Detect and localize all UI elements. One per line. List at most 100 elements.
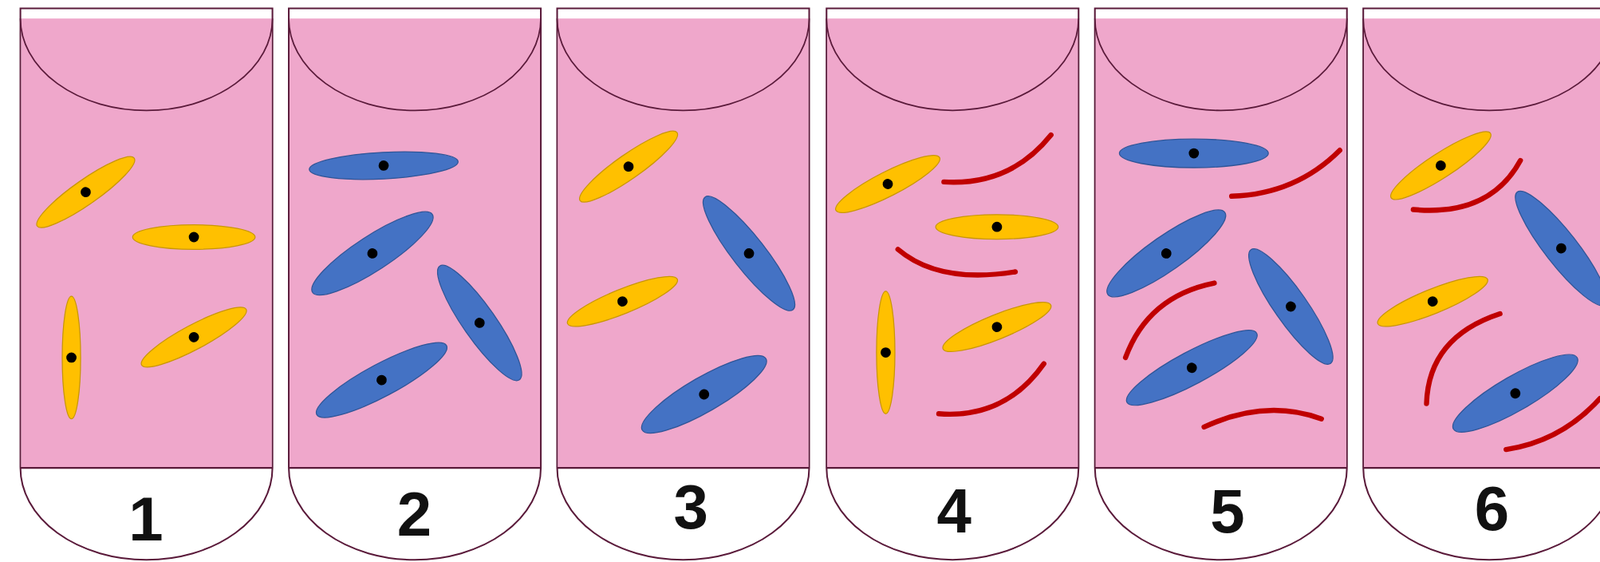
cell-body <box>563 267 682 335</box>
cell-nucleus <box>1185 360 1199 375</box>
cell-nucleus <box>1283 299 1298 314</box>
spindle-cell <box>1444 342 1586 444</box>
cell-nucleus <box>186 330 201 344</box>
spindle-cell <box>426 256 533 389</box>
cell-nucleus <box>1426 294 1440 308</box>
fiber <box>1204 409 1322 427</box>
spindle-cell <box>303 199 442 307</box>
cell-body <box>309 331 455 430</box>
cell-body <box>1119 318 1265 417</box>
cell-nucleus <box>472 315 487 331</box>
tube-base-line <box>288 466 541 469</box>
tube-number: 4 <box>936 479 971 542</box>
fiber <box>943 134 1051 182</box>
cell-body <box>1384 122 1498 209</box>
tube-outline <box>557 7 810 560</box>
tube-outline <box>1095 7 1348 560</box>
spindle-cell <box>572 122 684 211</box>
meniscus <box>288 18 541 111</box>
culture-medium <box>1095 18 1347 468</box>
spindle-cell <box>1504 181 1600 315</box>
culture-tube <box>557 7 810 560</box>
cell-body <box>1119 138 1269 168</box>
cell-nucleus <box>621 159 636 174</box>
cell-nucleus <box>880 177 895 191</box>
cell-nucleus <box>1188 148 1199 159</box>
cell-nucleus <box>880 346 891 358</box>
spindle-cell <box>132 224 256 250</box>
meniscus <box>826 18 1079 111</box>
spindle-cell <box>692 186 807 320</box>
tube-number: 2 <box>397 482 432 545</box>
culture-tube <box>288 7 541 560</box>
spindle-cell <box>935 214 1059 240</box>
cell-body <box>830 146 946 222</box>
culture-tube <box>1363 7 1600 560</box>
tube-outline <box>20 7 273 560</box>
culture-tube <box>826 7 1079 560</box>
tube-number: 1 <box>128 487 163 550</box>
spindle-cell <box>633 342 775 445</box>
meniscus <box>1095 18 1348 111</box>
tube-number: 3 <box>673 475 708 538</box>
cell-nucleus <box>189 232 200 243</box>
cell-nucleus <box>990 319 1005 334</box>
cell-body <box>633 342 775 445</box>
tube-outline <box>1363 7 1600 560</box>
cell-nucleus <box>1508 386 1522 400</box>
spindle-cell <box>1119 318 1265 417</box>
cell-nucleus <box>365 246 380 261</box>
cell-body <box>426 256 533 389</box>
spindle-cell <box>876 291 895 414</box>
spindle-cell <box>308 148 459 183</box>
culture-medium <box>827 18 1078 468</box>
cell-body <box>1237 240 1344 373</box>
spindle-cell <box>309 331 455 430</box>
culture-medium <box>289 18 540 468</box>
cell-body <box>308 148 459 183</box>
cell-body <box>938 293 1057 360</box>
fiber <box>898 248 1016 275</box>
cell-nucleus <box>992 221 1003 233</box>
spindle-cell <box>1237 240 1344 373</box>
tube-base-line <box>1363 466 1600 469</box>
cell-nucleus <box>78 185 94 200</box>
cell-body <box>1504 181 1600 315</box>
cell-body <box>1444 342 1586 444</box>
spindle-cell <box>62 295 81 419</box>
culture-tube <box>20 7 273 560</box>
cell-body <box>30 148 142 237</box>
culture-medium <box>558 18 809 468</box>
cell-nucleus <box>378 160 389 171</box>
spindle-cell <box>830 146 946 222</box>
cell-body <box>1373 267 1493 335</box>
spindle-cell <box>30 148 142 237</box>
fiber <box>938 363 1045 414</box>
tube-number: 5 <box>1209 479 1245 542</box>
tube-outline <box>288 7 541 560</box>
cell-nucleus <box>1434 158 1449 174</box>
meniscus <box>20 18 273 111</box>
cell-body <box>572 122 684 211</box>
spindle-cell <box>1097 197 1235 308</box>
cell-nucleus <box>1553 240 1569 256</box>
cell-body <box>303 199 442 307</box>
tube-base-line <box>557 466 810 469</box>
spindle-cell <box>938 293 1057 360</box>
spindle-cell <box>1373 267 1493 335</box>
cell-nucleus <box>615 294 630 308</box>
tube-number: 6 <box>1474 476 1510 540</box>
spindle-cell <box>1119 138 1269 168</box>
cell-body <box>692 186 807 320</box>
cell-body <box>132 224 256 250</box>
tube-base-line <box>1095 466 1348 469</box>
cell-body <box>935 214 1059 240</box>
culture-tube <box>1095 7 1348 560</box>
cell-nucleus <box>741 245 757 261</box>
meniscus <box>1363 18 1600 111</box>
cell-body <box>1097 197 1235 308</box>
tube-base-line <box>20 466 273 469</box>
cell-body <box>876 291 895 414</box>
